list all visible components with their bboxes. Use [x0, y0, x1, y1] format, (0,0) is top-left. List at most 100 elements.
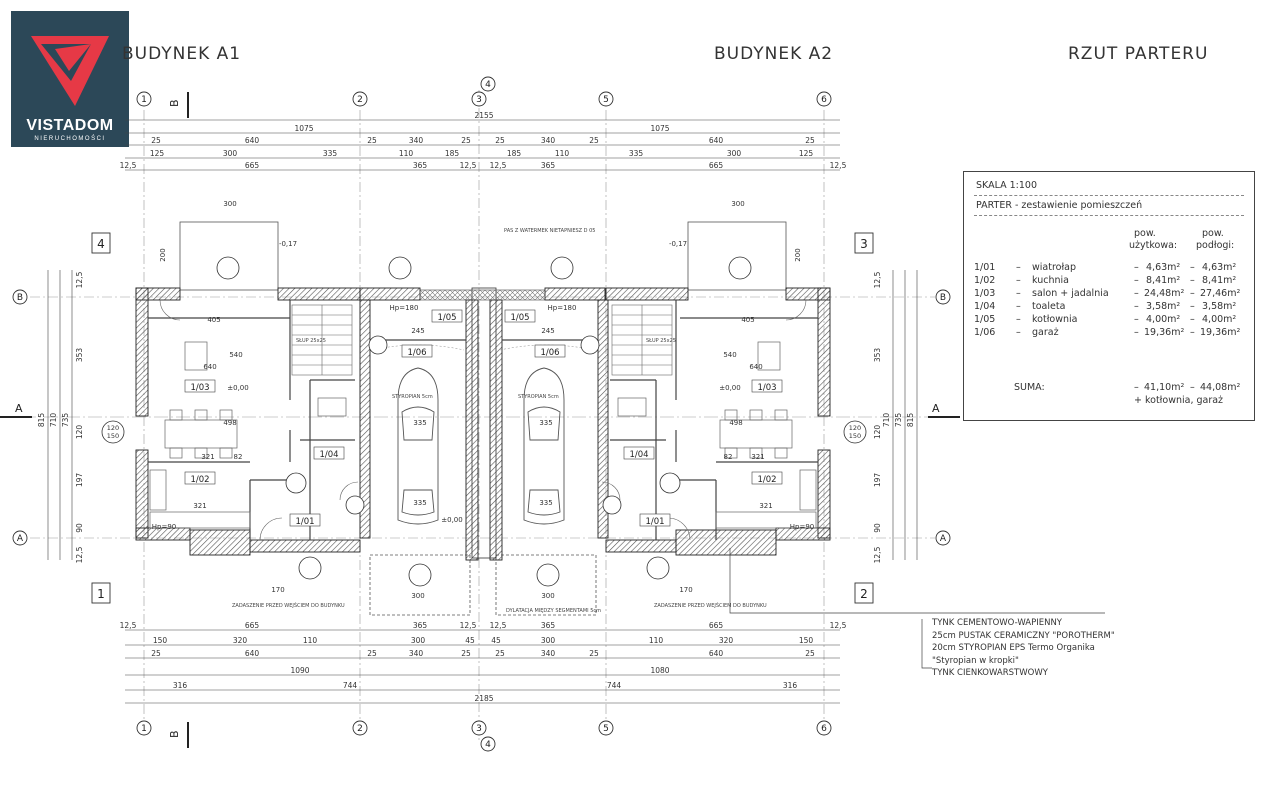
dim-label: 90 — [873, 523, 882, 533]
dim-label: 12,5 — [830, 161, 847, 170]
dim-label: 320 — [719, 636, 734, 645]
dim-label: 320 — [233, 636, 248, 645]
plan-dim: 321 — [751, 453, 764, 461]
room-label: 1/01 — [645, 517, 664, 527]
room-number: 1/02 — [974, 275, 996, 286]
dim-label: 150 — [153, 636, 168, 645]
dim-label: 365 — [541, 161, 556, 170]
wall-layer: TYNK CEMENTOWO-WAPIENNY — [932, 618, 1062, 628]
plan-dim: 540 — [229, 351, 242, 359]
section-letter: B — [168, 99, 181, 107]
dim-label: 25 — [589, 136, 599, 145]
room-schedule-table: SKALA 1:100 PARTER - zestawienie pomiesz… — [963, 171, 1255, 421]
legend-row: 1/06 – garaż – 19,36m² – 19,36m² — [974, 327, 1241, 338]
legend-row: 1/01 – wiatrołap – 4,63m² – 4,63m² — [974, 262, 1237, 273]
dim-label: 340 — [541, 136, 556, 145]
legend-col-floor: pow. — [1202, 228, 1224, 239]
axis-label: 6 — [821, 95, 827, 105]
title-building-a1: BUDYNEK A1 — [122, 44, 242, 64]
plan-level: ±0,00 — [719, 384, 740, 392]
plan-level: -0,17 — [279, 240, 297, 248]
plan-dim: 498 — [729, 419, 742, 427]
logo-mark-icon — [31, 36, 109, 106]
plan-dim: 335 — [539, 499, 552, 507]
plan-dim: 300 — [541, 592, 554, 600]
axis-label: 3 — [476, 724, 482, 734]
pillar-note: SŁUP 25x25 — [296, 338, 326, 344]
dim-label: 815 — [906, 413, 915, 428]
room-number: 1/03 — [974, 288, 996, 299]
dim-label: 120 — [873, 425, 882, 440]
room-area: 8,41m² — [1146, 275, 1181, 286]
plan-dim: 335 — [413, 419, 426, 427]
plan-dim: 498 — [223, 419, 236, 427]
vistadom-logo: VISTADOM NIERUCHOMOŚCI — [11, 11, 129, 147]
room-name: kotłownia — [1032, 314, 1078, 325]
dim-label: 735 — [61, 413, 70, 428]
axis-label: 1 — [141, 724, 147, 734]
insulation-note: STYROPIAN 5cm — [392, 394, 433, 400]
plan-level: Hp=90 — [152, 523, 176, 531]
axis-label: 2 — [357, 724, 363, 734]
dim-label: 25 — [589, 649, 599, 658]
legend-col-usable-line1: pow. — [1134, 228, 1156, 239]
row-axis-label: B — [940, 293, 946, 303]
room-floor-area: 19,36m² — [1200, 327, 1241, 338]
dim-label: 300 — [223, 149, 238, 158]
plan-level: Hp=90 — [790, 523, 814, 531]
dim-label: 300 — [727, 149, 742, 158]
dim-label: 710 — [882, 413, 891, 428]
dim-label: 25 — [151, 136, 161, 145]
room-floor-area: 27,46m² — [1200, 288, 1241, 299]
plan-dim: 335 — [539, 419, 552, 427]
room-label: 1/04 — [629, 450, 648, 460]
sum-area: 41,10m² — [1144, 382, 1185, 393]
dim-label: 12,5 — [75, 546, 84, 563]
plan-level: Hp=180 — [390, 304, 419, 312]
dim-label: 45 — [491, 636, 501, 645]
room-label: 1/03 — [190, 383, 209, 393]
plan-dim: 300 — [223, 200, 236, 208]
axis-label: 5 — [603, 724, 609, 734]
dim-label: 12,5 — [873, 546, 882, 563]
plan-dim: 640 — [749, 363, 762, 371]
plan-dim: 245 — [411, 327, 424, 335]
plan-dim: 540 — [723, 351, 736, 359]
dim-label: 125 — [150, 149, 165, 158]
room-label: 1/02 — [757, 475, 776, 485]
dim-label: 12,5 — [120, 161, 137, 170]
plan-level: ±0,00 — [441, 516, 462, 524]
dim-label: 12,5 — [873, 271, 882, 288]
dim-label: 735 — [894, 413, 903, 428]
gate-note: PAS Z WATERMEK NIETAPNIESZ D 05 — [504, 228, 595, 234]
axis-label: 2 — [357, 95, 363, 105]
dim-label: 25 — [461, 136, 471, 145]
dim-label: 197 — [75, 473, 84, 488]
dim-label: 110 — [649, 636, 664, 645]
dim-label: 12,5 — [460, 161, 477, 170]
window-label: 150 — [107, 432, 119, 440]
dilatation-note: DYLATACJA MIĘDZY SEGMENTAMI 5cm — [506, 608, 601, 614]
dim-label: 640 — [245, 649, 260, 658]
plan-dim: 321 — [759, 502, 772, 510]
dim-label: 665 — [709, 161, 724, 170]
room-area: 4,00m² — [1146, 314, 1181, 325]
room-label: 1/06 — [407, 348, 426, 358]
dim-label: 150 — [799, 636, 814, 645]
section-letter: A — [15, 402, 23, 415]
room-number: 1/01 — [974, 262, 996, 273]
room-floor-area: 3,58m² — [1202, 301, 1237, 312]
room-label: 1/06 — [540, 348, 559, 358]
dim-label: 2155 — [474, 111, 493, 120]
room-name: wiatrołap — [1032, 262, 1077, 273]
dim-label: 316 — [783, 681, 798, 690]
title-building-a2: BUDYNEK A2 — [714, 44, 834, 64]
room-area: 3,58m² — [1146, 301, 1181, 312]
dim-label: 12,5 — [120, 621, 137, 630]
plan-dim: 82 — [234, 453, 243, 461]
plan-level: Hp=180 — [548, 304, 577, 312]
pillar-note: SŁUP 25x25 — [646, 338, 676, 344]
axis-label: 1 — [141, 95, 147, 105]
dim-label: 25 — [367, 136, 377, 145]
dim-label: 25 — [805, 649, 815, 658]
